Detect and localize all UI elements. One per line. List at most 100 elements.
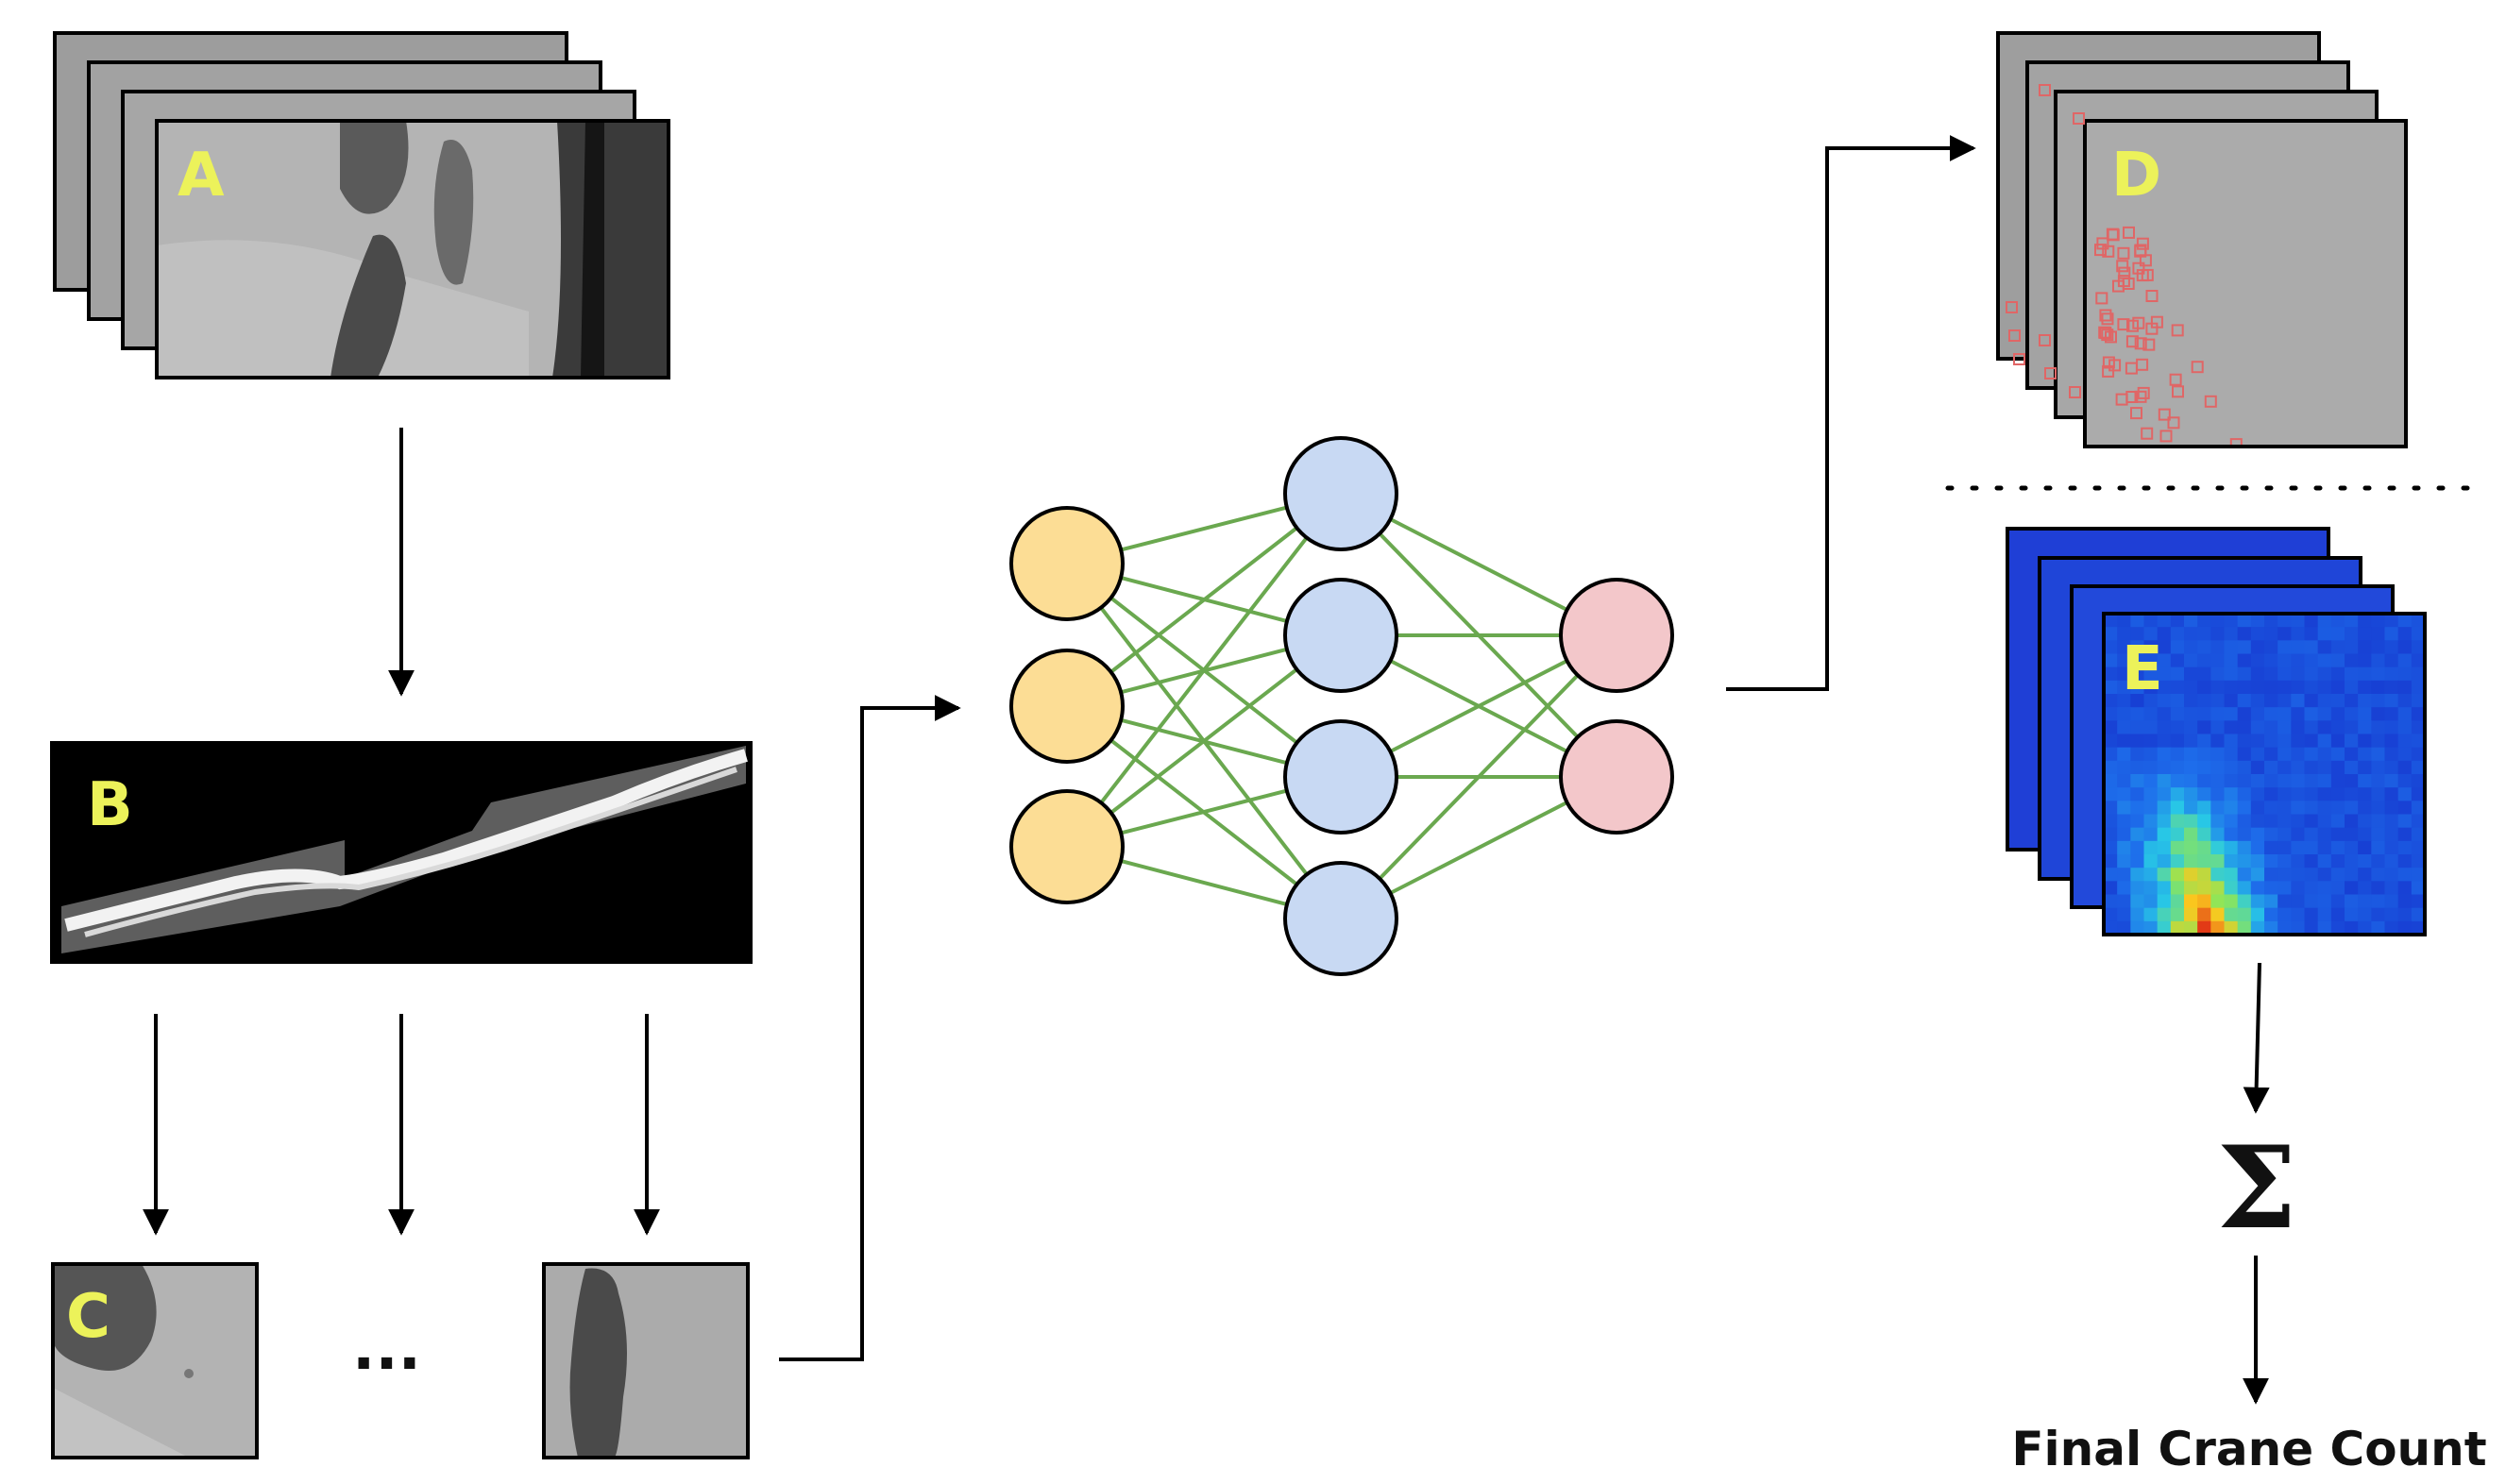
heatmap-cell [2210,680,2226,695]
heatmap-cell [2345,707,2359,721]
heatmap-cell [2197,894,2211,909]
heatmap-cell [2397,640,2413,655]
heatmap-cell [2130,787,2145,801]
heatmap-cell [2224,640,2239,655]
heatmap-cell [2130,680,2145,695]
heatmap-cell [2304,894,2319,909]
heatmap-cell [2104,720,2118,735]
heatmap-cell [2371,787,2386,801]
heatmap-cell [2157,640,2172,655]
heatmap-cell [2224,694,2239,708]
heatmap-cell [2197,787,2211,801]
heatmap-cell [2104,907,2118,922]
heatmap-cell [2384,760,2399,775]
heatmap-cell [2277,760,2292,775]
heatmap-cell [2397,827,2413,842]
heatmap-cell [2411,694,2425,708]
density-heatmap [2104,614,2425,935]
heatmap-cell [2384,774,2399,788]
heatmap-cell [2264,787,2278,801]
heatmap-cell [2330,787,2345,801]
heatmap-cell [2210,827,2226,842]
heatmap-cell [2304,814,2319,829]
heatmap-cell [2117,707,2131,721]
heatmap-cell [2250,680,2265,695]
heatmap-cell [2250,787,2265,801]
heatmap-cell [2330,747,2345,762]
heatmap-cell [2411,854,2425,868]
heatmap-cell [2184,640,2198,655]
heatmap-cell [2384,801,2399,816]
heatmap-cell [2130,881,2145,896]
heatmap-cell [2411,920,2425,935]
heatmap-cell [2317,787,2332,801]
heatmap-cell [2224,734,2239,749]
heatmap-cell [2384,653,2399,668]
heatmap-cell [2210,881,2226,896]
panel-e-letter: E [2122,634,2163,704]
heatmap-cell [2170,680,2185,695]
heatmap-cell [2157,747,2172,762]
heatmap-cell [2197,827,2211,842]
heatmap-cell [2237,814,2252,829]
heatmap-cell [2184,854,2198,868]
crane-detection-box [2229,438,2243,447]
heatmap-cell [2291,894,2306,909]
heatmap-cell [2264,720,2278,735]
panel-b-mosaic: B [50,741,753,964]
heatmap-cell [2371,827,2386,842]
heatmap-cell [2237,827,2252,842]
heatmap-cell [2143,920,2159,935]
network-edge [1065,492,1343,708]
heatmap-cell [2157,894,2172,909]
heatmap-cell [2384,868,2399,882]
heatmap-cell [2304,760,2319,775]
heatmap-cell [2197,774,2211,788]
heatmap-cell [2304,747,2319,762]
heatmap-cell [2237,787,2252,801]
heatmap-cell [2397,787,2413,801]
heatmap-cell [2184,840,2198,855]
heatmap-cell [2330,680,2345,695]
heatmap-cell [2170,760,2185,775]
heatmap-cell [2130,614,2145,628]
heatmap-cell [2291,868,2306,882]
heatmap-cell [2330,774,2345,788]
heatmap-cell [2397,854,2413,868]
heatmap-cell [2317,747,2332,762]
heatmap-cell [2157,694,2172,708]
heatmap-cell [2277,787,2292,801]
heatmap-cell [2317,760,2332,775]
heatmap-cell [2117,734,2131,749]
heatmap-cell [2170,827,2185,842]
heatmap-cell [2143,694,2159,708]
heatmap-cell [2224,720,2239,735]
heatmap-cell [2345,868,2359,882]
heatmap-cell [2130,666,2145,682]
heatmap-cell [2358,894,2372,909]
crane-detection-box [2141,268,2154,281]
heatmap-cell [2291,907,2306,922]
heatmap-cell [2170,627,2185,641]
heatmap-cell [2197,707,2211,721]
heatmap-cell [2237,894,2252,909]
hidden-node [1283,861,1398,976]
heatmap-cell [2237,907,2252,922]
heatmap-cell [2224,760,2239,775]
heatmap-cell [2250,894,2265,909]
heatmap-cell [2210,653,2226,668]
panel-c-letter: C [66,1282,110,1352]
heatmap-cell [2184,760,2198,775]
heatmap-cell [2277,694,2292,708]
heatmap-cell [2130,653,2145,668]
heatmap-cell [2304,868,2319,882]
heatmap-cell [2170,640,2185,655]
heatmap-cell [2237,760,2252,775]
heatmap-cell [2197,760,2211,775]
heatmap-cell [2184,653,2198,668]
heatmap-cell [2104,920,2118,935]
heatmap-cell [2104,774,2118,788]
heatmap-cell [2384,734,2399,749]
heatmap-cell [2411,868,2425,882]
heatmap-cell [2304,640,2319,655]
